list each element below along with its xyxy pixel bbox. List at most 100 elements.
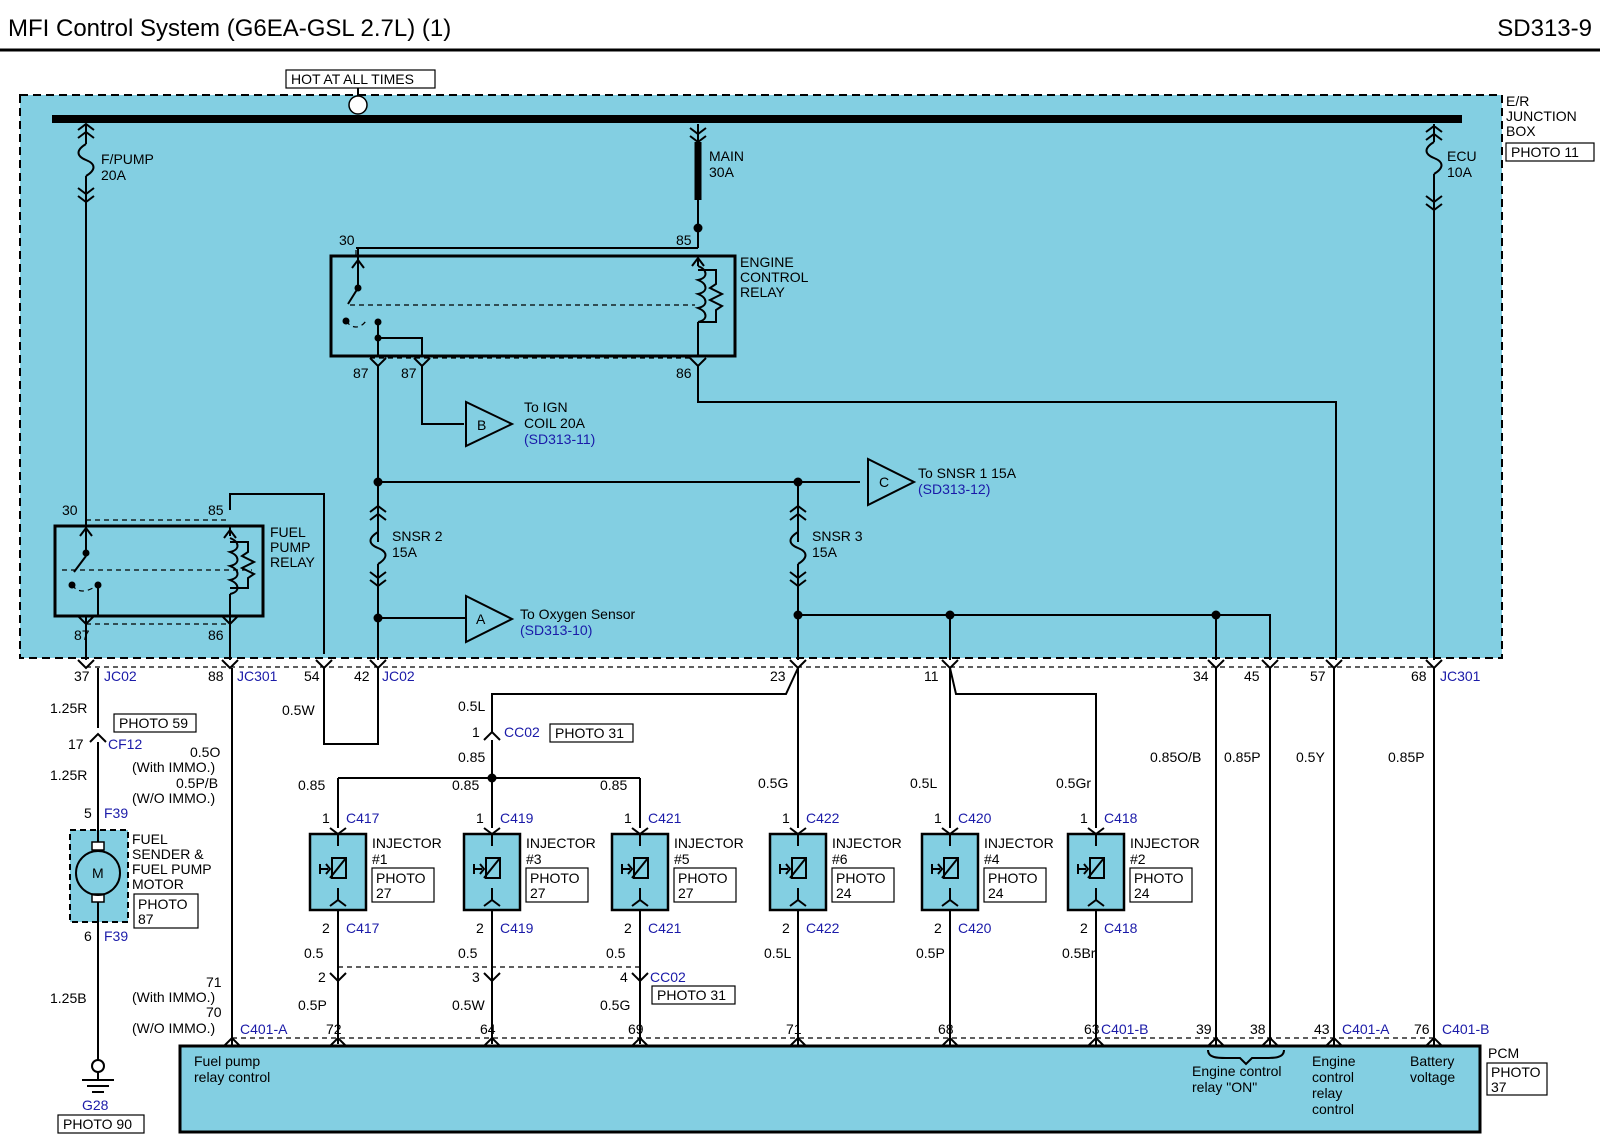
injector-supply-wire: 0.5Gr [1056, 775, 1091, 791]
pcm-pin-70-left: 70 [206, 1004, 222, 1020]
injector-conn-bottom[interactable]: C420 [958, 920, 992, 936]
injector-conn-bottom[interactable]: C418 [1104, 920, 1138, 936]
injector-pin-1: 1 [782, 810, 790, 826]
jbox-conn-jc301b[interactable]: JC301 [1440, 668, 1481, 684]
injector-conn-bottom[interactable]: C417 [346, 920, 380, 936]
pcm-pin-43: 43 [1314, 1021, 1330, 1037]
injector-coil-icon [1089, 857, 1105, 879]
main-fuse-amp: 30A [709, 164, 735, 180]
injector-label-1: INJECTOR [372, 835, 442, 851]
ref-a-line1: To Oxygen Sensor [520, 606, 636, 622]
injector-supply-wire: 0.5L [910, 775, 937, 791]
injector-conn-top[interactable]: C417 [346, 810, 380, 826]
pcm-ecr-on-2: relay "ON" [1192, 1079, 1257, 1095]
cc02b-conn[interactable]: CC02 [650, 969, 686, 985]
pcm-conn-c401b-mid[interactable]: C401-B [1101, 1021, 1148, 1037]
ref-b-triangle [465, 400, 515, 448]
cc02-wire-05l: 0.5L [458, 698, 485, 714]
ref-a-link[interactable]: (SD313-10) [520, 622, 592, 638]
pcm-ecr-2: control [1312, 1069, 1354, 1085]
ref-c-letter: C [879, 474, 889, 490]
injector-photo-2: 24 [1134, 885, 1150, 901]
injector-photo-1: PHOTO [376, 870, 426, 886]
main-fuse-name: MAIN [709, 148, 744, 164]
injector-pin-2: 2 [1080, 920, 1088, 936]
page-title: MFI Control System (G6EA-GSL 2.7L) (1) [8, 15, 451, 42]
injector-pin-1: 1 [624, 810, 632, 826]
wire-125r-b: 1.25R [50, 767, 87, 783]
jbox-conn-jc301a[interactable]: JC301 [237, 668, 278, 684]
pcm-conn-c401b-right[interactable]: C401-B [1442, 1021, 1489, 1037]
loop-wire-color: 0.5W [282, 702, 315, 718]
fpr-pin-30: 30 [62, 502, 78, 518]
pcm-injector-pin: 71 [786, 1021, 802, 1037]
f39-pin-6: 6 [84, 928, 92, 944]
with-immo-a: (With IMMO.) [132, 759, 215, 775]
injector-conn-top[interactable]: C418 [1104, 810, 1138, 826]
injector-conn-bottom[interactable]: C421 [648, 920, 682, 936]
ref-c-link[interactable]: (SD313-12) [918, 481, 990, 497]
pcm-conn-c401a-left[interactable]: C401-A [240, 1021, 288, 1037]
jbox-pin-34: 34 [1193, 668, 1209, 684]
injector-label-1: INJECTOR [1130, 835, 1200, 851]
ecu-fuse [1425, 124, 1443, 660]
injector-conn-bottom[interactable]: C422 [806, 920, 840, 936]
cc02b-pin-2: 2 [318, 969, 326, 985]
injector-label-1: INJECTOR [832, 835, 902, 851]
injector-5 [920, 827, 1047, 912]
cf12-conn[interactable]: CF12 [108, 736, 142, 752]
cc02-conn[interactable]: CC02 [504, 724, 540, 740]
fpr-label-3: RELAY [270, 554, 316, 570]
injector-photo-2: 24 [988, 885, 1004, 901]
f39-conn-a[interactable]: F39 [104, 805, 128, 821]
jbox-conn-jc02a[interactable]: JC02 [104, 668, 137, 684]
injector-supply-wire: 0.85 [452, 777, 479, 793]
jbox-pin-88: 88 [208, 668, 224, 684]
jbox-conn-jc02b[interactable]: JC02 [382, 668, 415, 684]
injector-conn-top[interactable]: C421 [648, 810, 682, 826]
fs-label-4: MOTOR [132, 876, 184, 892]
jbox-pin-37: 37 [74, 668, 90, 684]
jbox-pin-54: 54 [304, 668, 320, 684]
jbox-label-3: BOX [1506, 123, 1536, 139]
injector-coil-icon [791, 857, 807, 879]
injector-4 [768, 827, 895, 912]
injector-3 [610, 827, 737, 912]
injector-conn-top[interactable]: C422 [806, 810, 840, 826]
injector-coil-icon [485, 857, 501, 879]
injector-1 [308, 827, 435, 912]
injector-supply-wire: 0.5G [758, 775, 788, 791]
f39-conn-b[interactable]: F39 [104, 928, 128, 944]
injector-conn-bottom[interactable]: C419 [500, 920, 534, 936]
page-code: SD313-9 [1497, 15, 1592, 42]
pcm-pin-39: 39 [1196, 1021, 1212, 1037]
injector-photo-1: PHOTO [530, 870, 580, 886]
snsr3-name: SNSR 3 [812, 528, 863, 544]
pcm-fpr-label-2: relay control [194, 1069, 270, 1085]
injector-conn-top[interactable]: C420 [958, 810, 992, 826]
injector-photo-1: PHOTO [988, 870, 1038, 886]
wire-125b: 1.25B [50, 990, 87, 1006]
injector-return-wire: 0.5Br [1062, 945, 1096, 961]
injector-label-2: #3 [526, 851, 542, 867]
cc02-photo-box [549, 723, 634, 743]
injector-supply-wire: 0.85 [600, 777, 627, 793]
ref-b-letter: B [477, 417, 486, 433]
with-immo-b: (With IMMO.) [132, 989, 215, 1005]
g28-label[interactable]: G28 [82, 1097, 109, 1113]
pcm-connector-terminals [223, 1036, 1443, 1047]
ground-icon [82, 1059, 114, 1093]
injector-conn-top[interactable]: C419 [500, 810, 534, 826]
jbox-pin-57: 57 [1310, 668, 1326, 684]
pcm-conn-c401a-right[interactable]: C401-A [1342, 1021, 1390, 1037]
wire-085ob: 0.85O/B [1150, 749, 1201, 765]
hot-label: HOT AT ALL TIMES [291, 71, 414, 87]
injector-2 [462, 827, 589, 912]
wo-immo-b: (W/O IMMO.) [132, 1020, 215, 1036]
ref-b-link[interactable]: (SD313-11) [524, 431, 595, 447]
pcm-bv-1: Battery [1410, 1053, 1454, 1069]
injector-return-wire: 0.5 [606, 945, 626, 961]
injector-photo-2: 27 [678, 885, 694, 901]
pcm-ecr-1: Engine [1312, 1053, 1356, 1069]
